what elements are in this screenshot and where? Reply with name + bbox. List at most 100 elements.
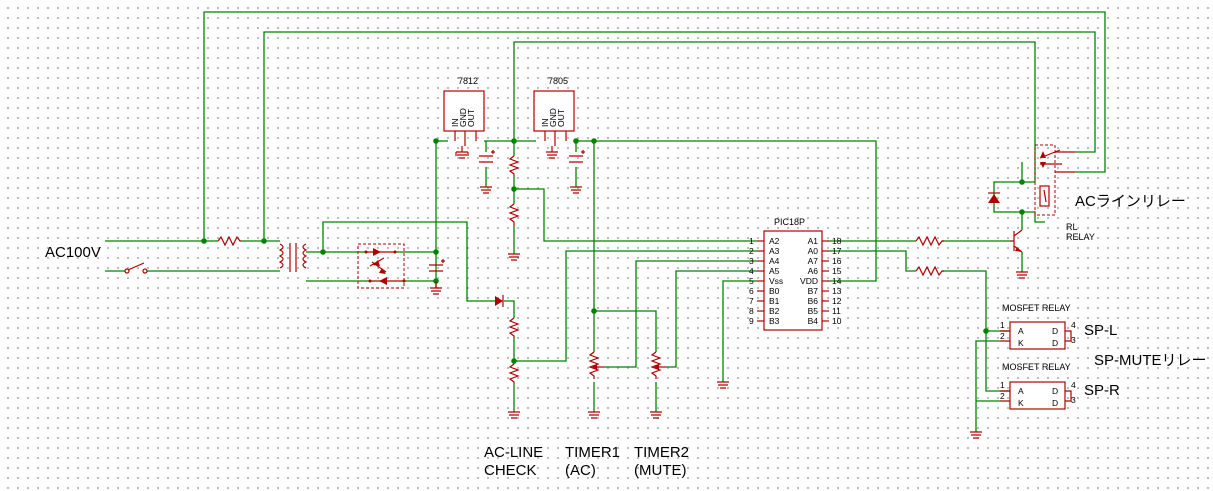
pic-pin-number: 11	[832, 306, 841, 316]
timer1-potentiometer	[588, 351, 604, 379]
pic-microcontroller: PIC18P 1 A2 2 A3 3 A4 4 A5 5 Vss 6 B0 7 B1 8 B2 9 B3 18 A1…	[749, 217, 842, 331]
pic-pin-name: VDD	[800, 276, 818, 286]
mosfet-relay-left: A K D D 1 2 4 3 MOSFET RELAY	[1000, 303, 1076, 350]
mosfet-right-num-4: 4	[1071, 380, 1076, 390]
pic-pin-number: 15	[832, 266, 842, 276]
input-resistor	[217, 235, 242, 247]
pic-left-pins: 1 A2 2 A3 3 A4 4 A5 5 Vss 6 B0 7 B1 8 B2 9 B3	[749, 236, 783, 326]
mosfet-right-num-1: 1	[1000, 380, 1005, 390]
transformer	[278, 243, 308, 272]
reg1-pin-out: OUT	[466, 109, 476, 127]
pic-pin-number: 14	[832, 276, 842, 286]
pic-pin-number: 17	[832, 246, 842, 256]
relay-driver-transistor	[1010, 229, 1023, 253]
pic-label: PIC18P	[774, 217, 805, 227]
pic-pin-number: 7	[749, 296, 754, 306]
pic-pin-name: B2	[769, 306, 780, 316]
ground-symbols	[430, 146, 1028, 439]
reg1-pin-gnd: GND	[458, 108, 468, 127]
pic-right-pins: 18 A1 17 A0 16 A7 15 A6 14 VDD 13 B7 12 B6 11 B5 10 B4	[800, 236, 842, 326]
timer2-label-1: TIMER2	[634, 444, 689, 461]
pic-pin-name: A3	[769, 246, 780, 256]
mosfet-right-pin-k: K	[1018, 398, 1024, 408]
mosfet-right-pin-a: A	[1018, 386, 1024, 396]
timer2-label-2: (MUTE)	[634, 462, 687, 479]
pic-pin-name: B4	[808, 316, 819, 326]
junction-dots	[201, 138, 1025, 364]
relay-drive-resistor	[915, 235, 944, 247]
pic-pin-name: B0	[769, 286, 780, 296]
pic-pin-name: A6	[808, 266, 819, 276]
mosfet-relay-right: A K D D 1 2 4 3 MOSFET RELAY	[1000, 362, 1076, 410]
pic-pin-number: 12	[832, 296, 842, 306]
reg2-pin-gnd: GND	[548, 108, 558, 127]
divider-resistors	[508, 155, 520, 384]
pic-pin-number: 10	[832, 316, 842, 326]
sp-mute-relay-label: SP-MUTEリレー	[1094, 352, 1207, 369]
relay-label: RELAY	[1066, 232, 1095, 242]
timer1-label-2: (AC)	[565, 462, 596, 479]
reg2-pin-in: IN	[540, 119, 550, 128]
pic-pin-name: A2	[769, 236, 780, 246]
mosfet-right-num-3: 3	[1071, 395, 1076, 405]
pic-pin-number: 4	[749, 266, 754, 276]
mosfet-right-pin-d2: D	[1052, 398, 1058, 408]
bridge-rectifier	[357, 243, 406, 289]
ac-line-relay	[1034, 144, 1075, 216]
mosfet-relay-label-1: MOSFET RELAY	[1002, 303, 1071, 313]
mosfet-relay-label-2: MOSFET RELAY	[1002, 362, 1071, 372]
pic-pin-number: 1	[749, 236, 754, 246]
reg1-pin-in: IN	[450, 119, 460, 128]
pic-pin-name: Vss	[769, 276, 783, 286]
mosfet-left-num-3: 3	[1071, 335, 1076, 345]
mosfet-left-pin-d1: D	[1052, 326, 1058, 336]
mosfet-left-num-2: 2	[1000, 331, 1005, 341]
pic-pin-name: A7	[808, 256, 819, 266]
pic-pin-number: 3	[749, 256, 754, 266]
ac-relay-label: ACラインリレー	[1075, 193, 1186, 210]
sp-l-label: SP-L	[1084, 322, 1117, 339]
pic-pin-number: 2	[749, 246, 754, 256]
regulator-7805: 7805 IN GND OUT	[533, 76, 575, 146]
mosfet-left-pin-k: K	[1018, 338, 1024, 348]
pic-pin-name: B5	[808, 306, 819, 316]
pic-pin-number: 16	[832, 256, 842, 266]
check-diode	[495, 295, 504, 307]
pic-pin-name: B1	[769, 296, 780, 306]
pic-pin-number: 8	[749, 306, 754, 316]
pic-pin-name: A5	[769, 266, 780, 276]
timer1-label-1: TIMER1	[565, 444, 620, 461]
ac100v-label: AC100V	[45, 244, 101, 261]
timer2-potentiometer	[650, 351, 666, 379]
pic-pin-number: 5	[749, 276, 754, 286]
mosfet-left-pin-a: A	[1018, 326, 1024, 336]
mosfet-right-num-2: 2	[1000, 391, 1005, 401]
filter-capacitor	[429, 259, 445, 272]
pic-pin-number: 13	[832, 286, 842, 296]
mute-drive-resistor	[915, 265, 944, 277]
pic-pin-name: A0	[808, 246, 819, 256]
regulator-7805-label: 7805	[548, 76, 568, 86]
pic-pin-number: 6	[749, 286, 754, 296]
mosfet-left-pin-d2: D	[1052, 338, 1058, 348]
rl-label: RL	[1066, 222, 1078, 232]
pic-pin-name: B6	[808, 296, 819, 306]
ac-line-check-label-2: CHECK	[484, 462, 537, 479]
pic-pin-number: 18	[832, 236, 842, 246]
regulator-capacitors	[479, 150, 585, 163]
regulator-7812: 7812 IN GND OUT	[443, 76, 485, 146]
regulator-7812-label: 7812	[458, 76, 478, 86]
pic-pin-name: B3	[769, 316, 780, 326]
mosfet-left-num-4: 4	[1071, 320, 1076, 330]
mosfet-right-pin-d1: D	[1052, 386, 1058, 396]
mosfet-left-num-1: 1	[1000, 320, 1005, 330]
reg2-pin-out: OUT	[556, 109, 566, 127]
power-switch	[124, 262, 148, 274]
pic-pin-name: A4	[769, 256, 780, 266]
pic-pin-name: B7	[808, 286, 819, 296]
pic-pin-number: 9	[749, 316, 754, 326]
flyback-diode	[988, 192, 1000, 203]
pic-pin-name: A1	[808, 236, 819, 246]
